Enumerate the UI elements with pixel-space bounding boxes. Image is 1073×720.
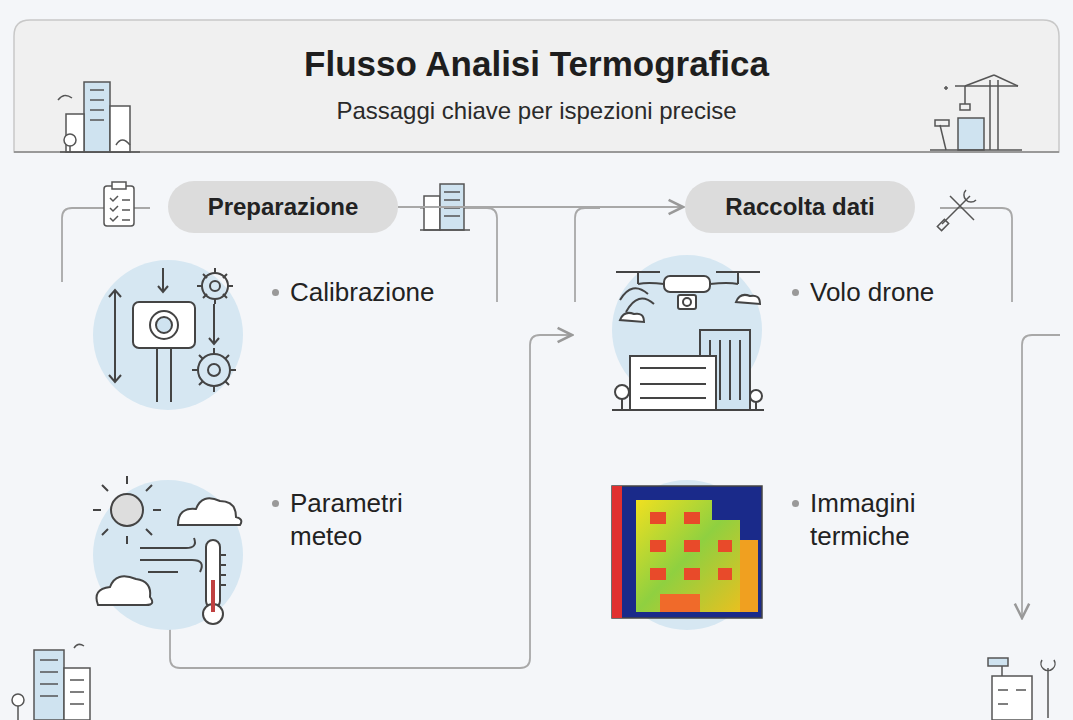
step-item: Calibrazione — [270, 276, 435, 309]
step-pill: Preparazione — [168, 181, 398, 233]
step-title: Preparazione — [208, 193, 359, 221]
step-title: Raccolta dati — [725, 193, 874, 221]
step-item: Parametri meteo — [270, 487, 470, 552]
diagram-title: Flusso Analisi Termografica — [0, 44, 1073, 84]
step-item: Volo drone — [790, 276, 934, 309]
step-item: Immagini termiche — [790, 487, 1000, 552]
subtitle: Passaggi chiave per ispezioni precise — [0, 96, 1073, 126]
flow-connector — [398, 206, 683, 208]
step-pill: Raccolta dati — [685, 181, 915, 233]
